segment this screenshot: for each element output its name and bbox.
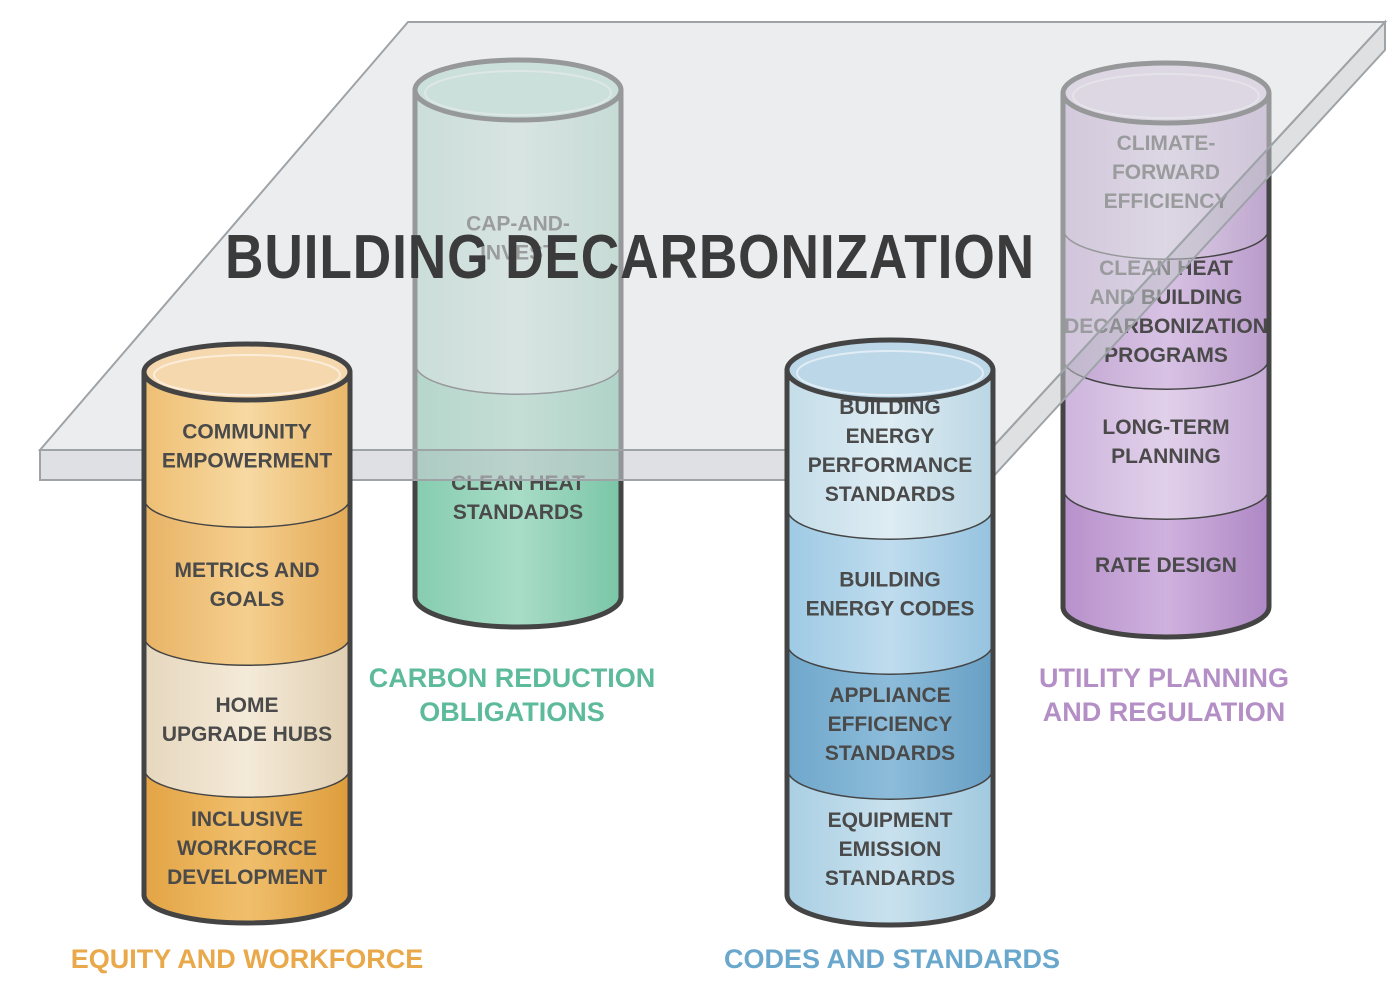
diagram-title: BUILDING DECARBONIZATION: [225, 223, 1035, 292]
pillar-label-carbon: CARBON REDUCTION: [369, 663, 656, 693]
segment-label: WORKFORCE: [177, 837, 317, 860]
cylinder-segment: [787, 370, 993, 540]
cylinder-top-cap: [784, 337, 996, 403]
segment-label: COMMUNITY: [182, 420, 312, 443]
segment-label: STANDARDS: [825, 867, 955, 890]
cylinder-segment: [1063, 360, 1269, 520]
segment-label: BUILDING: [839, 569, 941, 592]
segment-label: STANDARDS: [453, 501, 583, 524]
segment-divider: [142, 769, 352, 800]
cylinder-segment: [144, 372, 350, 528]
segment-label: STANDARDS: [825, 742, 955, 765]
segment-label: UPGRADE HUBS: [162, 723, 332, 746]
segment-label: EFFICIENCY: [828, 713, 953, 736]
segment-divider: [142, 637, 352, 668]
pillar-equity: COMMUNITY EMPOWERMENT METRICS AND GOALS HOME…: [141, 341, 353, 926]
cylinder-outline: [784, 370, 996, 928]
segment-divider: [785, 769, 995, 802]
segment-label: GOALS: [210, 588, 285, 611]
segment-label: STANDARDS: [825, 483, 955, 506]
cylinder-segment: [144, 638, 350, 798]
cylinder-segment: [144, 500, 350, 666]
segment-label: EQUIPMENT: [828, 809, 953, 832]
segment-divider: [142, 499, 352, 530]
pillar-label-carbon: OBLIGATIONS: [419, 697, 605, 727]
segment-label: EMISSION: [839, 838, 942, 861]
cylinder-segment: [787, 510, 993, 675]
segment-label: INCLUSIVE: [191, 808, 303, 831]
pillar-label-equity: EQUITY AND WORKFORCE: [71, 944, 424, 974]
segment-label: EMPOWERMENT: [162, 449, 333, 472]
segment-label: RATE DESIGN: [1095, 554, 1237, 577]
segment-label: PROGRAMS: [1104, 344, 1228, 367]
segment-divider: [1061, 489, 1271, 522]
cylinder-top-cap: [141, 341, 353, 403]
segment-label: HOME: [216, 694, 279, 717]
cylinder-segment: [1063, 490, 1269, 637]
segment-label: ENERGY: [846, 425, 935, 448]
pillar-label-codes: CODES AND STANDARDS: [724, 944, 1060, 974]
pillar-label-utility: AND REGULATION: [1043, 697, 1286, 727]
cylinder-outline: [412, 90, 624, 630]
segment-label: ENERGY CODES: [806, 598, 975, 621]
cylinder-segment: [787, 645, 993, 800]
pillar-codes: BUILDING ENERGY PERFORMANCE STANDARDS BUILDI…: [784, 337, 996, 928]
decarbonization-plane: [37, 19, 1388, 483]
segment-label: PLANNING: [1111, 445, 1221, 468]
cylinder-segment: [144, 770, 350, 923]
segment-label: LONG-TERM: [1102, 416, 1229, 439]
cylinder-segment: [787, 770, 993, 925]
pillar-label-utility: UTILITY PLANNING: [1039, 663, 1289, 693]
segment-label: METRICS AND: [174, 559, 319, 582]
segment-label: APPLIANCE: [829, 684, 950, 707]
cylinder-outline: [141, 372, 353, 926]
cylinder-rim-highlight: [796, 350, 984, 396]
cylinder-outline: [1060, 93, 1272, 640]
cylinder-rim-highlight: [153, 354, 341, 396]
segment-label: DEVELOPMENT: [167, 866, 327, 889]
segment-divider: [785, 644, 995, 677]
segment-label: BUILDING: [839, 396, 941, 419]
segment-divider: [785, 509, 995, 542]
segment-label: PERFORMANCE: [808, 454, 973, 477]
